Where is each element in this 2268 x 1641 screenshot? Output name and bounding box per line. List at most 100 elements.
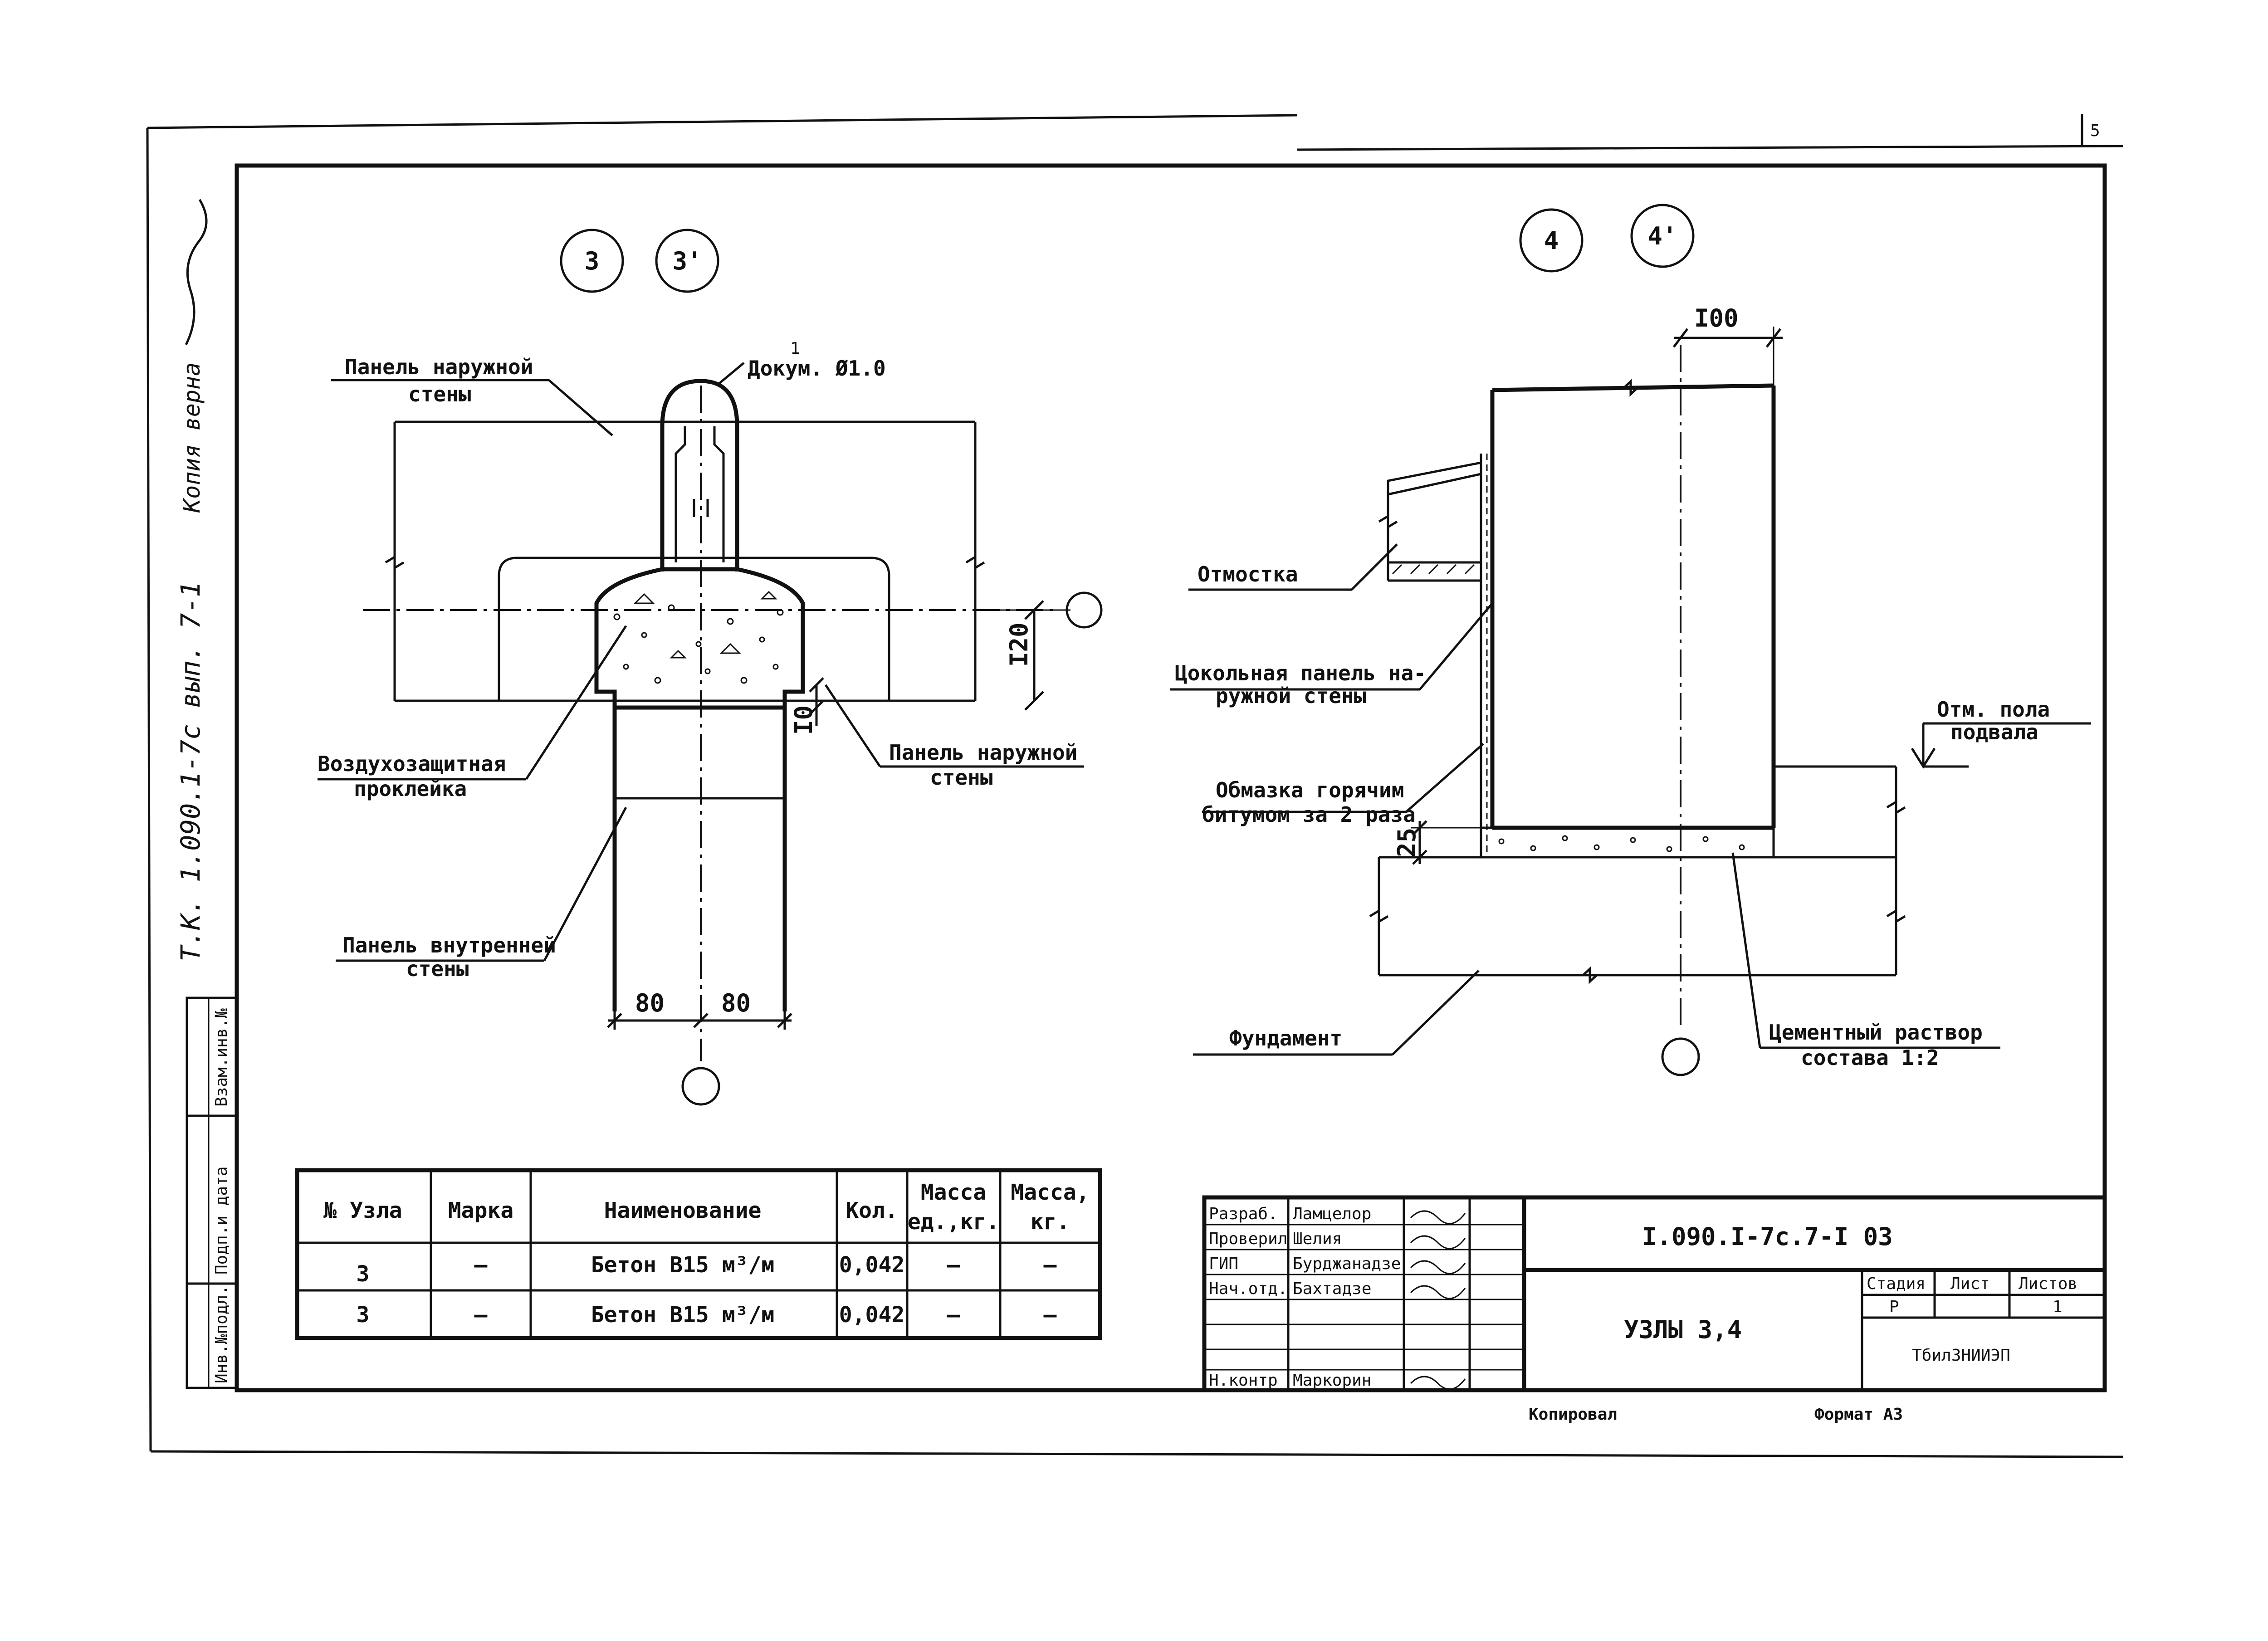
name-6: Маркорин: [1293, 1371, 1371, 1390]
outer-frame-top: [147, 114, 1298, 129]
corner-number: 5: [2090, 122, 2100, 140]
dim-w-left: 80: [635, 989, 665, 1017]
right-detail: 4 4': [1170, 204, 2091, 1076]
cell-uzel: 3: [357, 1261, 370, 1287]
title-block: Разраб. Проверил ГИП Нач.отд. Н.контр Ла…: [1202, 1195, 2107, 1392]
outer-frame-top-right: [1297, 145, 2123, 151]
label-bitumen-2: битумом за 2 раза: [1202, 802, 1416, 827]
sheet-title: УЗЛЫ 3,4: [1624, 1315, 1742, 1344]
label-otmostka: Отмостка: [1198, 562, 1298, 586]
label-air-seal-2: проклейка: [354, 777, 467, 801]
stage-value: Р: [1889, 1298, 1899, 1316]
sheets-value: 1: [2053, 1298, 2063, 1316]
cell-qty: 0,042: [839, 1302, 905, 1328]
label-dokum: Докум. Ø1.0: [748, 356, 886, 381]
side-stamp: Взам.инв.№ Подп.и дата Инв.№подл.: [186, 996, 238, 1389]
label-mortar-1: Цементный раствор: [1769, 1020, 1983, 1045]
label-outer-panel-right-2: стены: [930, 765, 992, 790]
cell-name: Бетон В15 м³/м: [591, 1302, 775, 1328]
side-cell-2: Подп.и дата: [212, 1167, 231, 1275]
left-detail: 3 3': [318, 229, 1103, 1106]
signature-scribble: [1410, 1376, 1466, 1390]
side-cell-1: Взам.инв.№: [212, 1008, 231, 1107]
label-inner-panel-2: стены: [406, 957, 469, 981]
th-name: Наименование: [604, 1198, 762, 1223]
label-foundation: Фундамент: [1229, 1026, 1342, 1050]
th-mass1-b: ед.,кг.: [908, 1209, 999, 1235]
label-outer-panel-right-1: Панель наружной: [889, 740, 1077, 765]
label-floor-2: подвала: [1950, 720, 2038, 744]
label-floor-1: Отм. пола: [1937, 697, 2050, 722]
role-1: Проверил: [1209, 1230, 1287, 1248]
node-marker-3prime-label: 3': [672, 247, 702, 275]
node-marker-3: [560, 229, 624, 293]
dim-gap: I0: [789, 705, 818, 735]
role-0: Разраб.: [1209, 1205, 1278, 1223]
side-cell-3: Инв.№подл.: [212, 1285, 231, 1383]
node-marker-4prime-label: 4': [1647, 222, 1677, 250]
label-outer-panel-top-2: стены: [408, 382, 471, 406]
signature-scribble: [1410, 1285, 1466, 1299]
dim-height: I20: [1005, 622, 1033, 667]
label-mortar-2: состава 1:2: [1801, 1045, 1939, 1070]
sheet-header: Лист: [1950, 1275, 1990, 1293]
label-air-seal-1: Воздухозащитная: [318, 752, 506, 776]
sheets-header: Листов: [2019, 1275, 2077, 1293]
cell-m2: –: [1044, 1252, 1057, 1278]
table-row: 3 – Бетон В15 м³/м 0,042 – –: [357, 1302, 1057, 1328]
stage-header: Стадия: [1867, 1275, 1926, 1293]
concrete-hatch: [613, 591, 784, 684]
cell-qty: 0,042: [839, 1252, 905, 1278]
copied-by: Копировал: [1529, 1405, 1617, 1424]
mortar-hatch: [1498, 835, 1745, 852]
label-outer-panel-top-1: Панель наружной: [345, 355, 533, 379]
side-stamp-text: Т.К. 1.090.1-7с вып. 7-1: [175, 581, 206, 962]
label-plinth-1: Цокольная панель на-: [1175, 661, 1426, 685]
cell-marka: –: [474, 1252, 488, 1278]
node-marker-4: [1519, 208, 1584, 273]
dim-top: I00: [1694, 304, 1739, 332]
outer-frame-bottom: [150, 1450, 2123, 1458]
table-row: 3 – Бетон В15 м³/м 0,042 – –: [357, 1252, 1057, 1287]
cell-m2: –: [1044, 1302, 1057, 1328]
dim-w-right: 80: [721, 989, 751, 1017]
format-label: Формат А3: [1814, 1405, 1903, 1424]
cell-name: Бетон В15 м³/м: [591, 1252, 775, 1278]
th-marka: Марка: [448, 1198, 514, 1223]
cell-m1: –: [947, 1252, 960, 1278]
signature-scribble: [1410, 1210, 1466, 1225]
th-mass2-b: кг.: [1031, 1209, 1070, 1235]
th-mass1-a: Масса: [921, 1180, 987, 1205]
role-3: Нач.отд.: [1209, 1280, 1287, 1298]
side-copy-text: Копия верна: [179, 362, 205, 513]
role-2: ГИП: [1209, 1255, 1238, 1273]
th-qty: Кол.: [846, 1198, 898, 1223]
th-uzel: № Узла: [323, 1198, 402, 1223]
name-1: Шелия: [1293, 1230, 1342, 1248]
outer-frame-left: [146, 127, 152, 1452]
role-6: Н.контр: [1209, 1371, 1278, 1390]
label-inner-panel-1: Панель внутренней: [342, 933, 556, 957]
doc-code: I.090.I-7с.7-I 03: [1642, 1222, 1893, 1251]
dim-mortar: 25: [1393, 828, 1421, 857]
cell-uzel: 3: [357, 1302, 370, 1328]
cell-marka: –: [474, 1302, 488, 1328]
label-dokum-tick: 1: [790, 339, 800, 358]
inner-frame: [235, 163, 2107, 1392]
org-name: ТбилЗНИИЭП: [1912, 1346, 2010, 1365]
node-marker-4-label: 4: [1544, 226, 1559, 255]
node-marker-3-label: 3: [585, 247, 600, 275]
cell-m1: –: [947, 1302, 960, 1328]
label-plinth-2: ружной стены: [1216, 684, 1366, 708]
spec-table: № Узла Марка Наименование Кол. Масса ед.…: [295, 1168, 1102, 1340]
signature-mark: [185, 199, 208, 346]
name-2: Бурджанадзе: [1293, 1255, 1401, 1273]
name-3: Бахтадзе: [1293, 1280, 1371, 1298]
th-mass2-a: Масса,: [1011, 1180, 1089, 1205]
label-bitumen-1: Обмазка горячим: [1216, 778, 1404, 802]
name-0: Ламцелор: [1293, 1205, 1371, 1223]
node-marker-4prime: [1630, 204, 1695, 268]
signature-scribble: [1410, 1260, 1466, 1275]
signature-scribble: [1410, 1235, 1466, 1250]
